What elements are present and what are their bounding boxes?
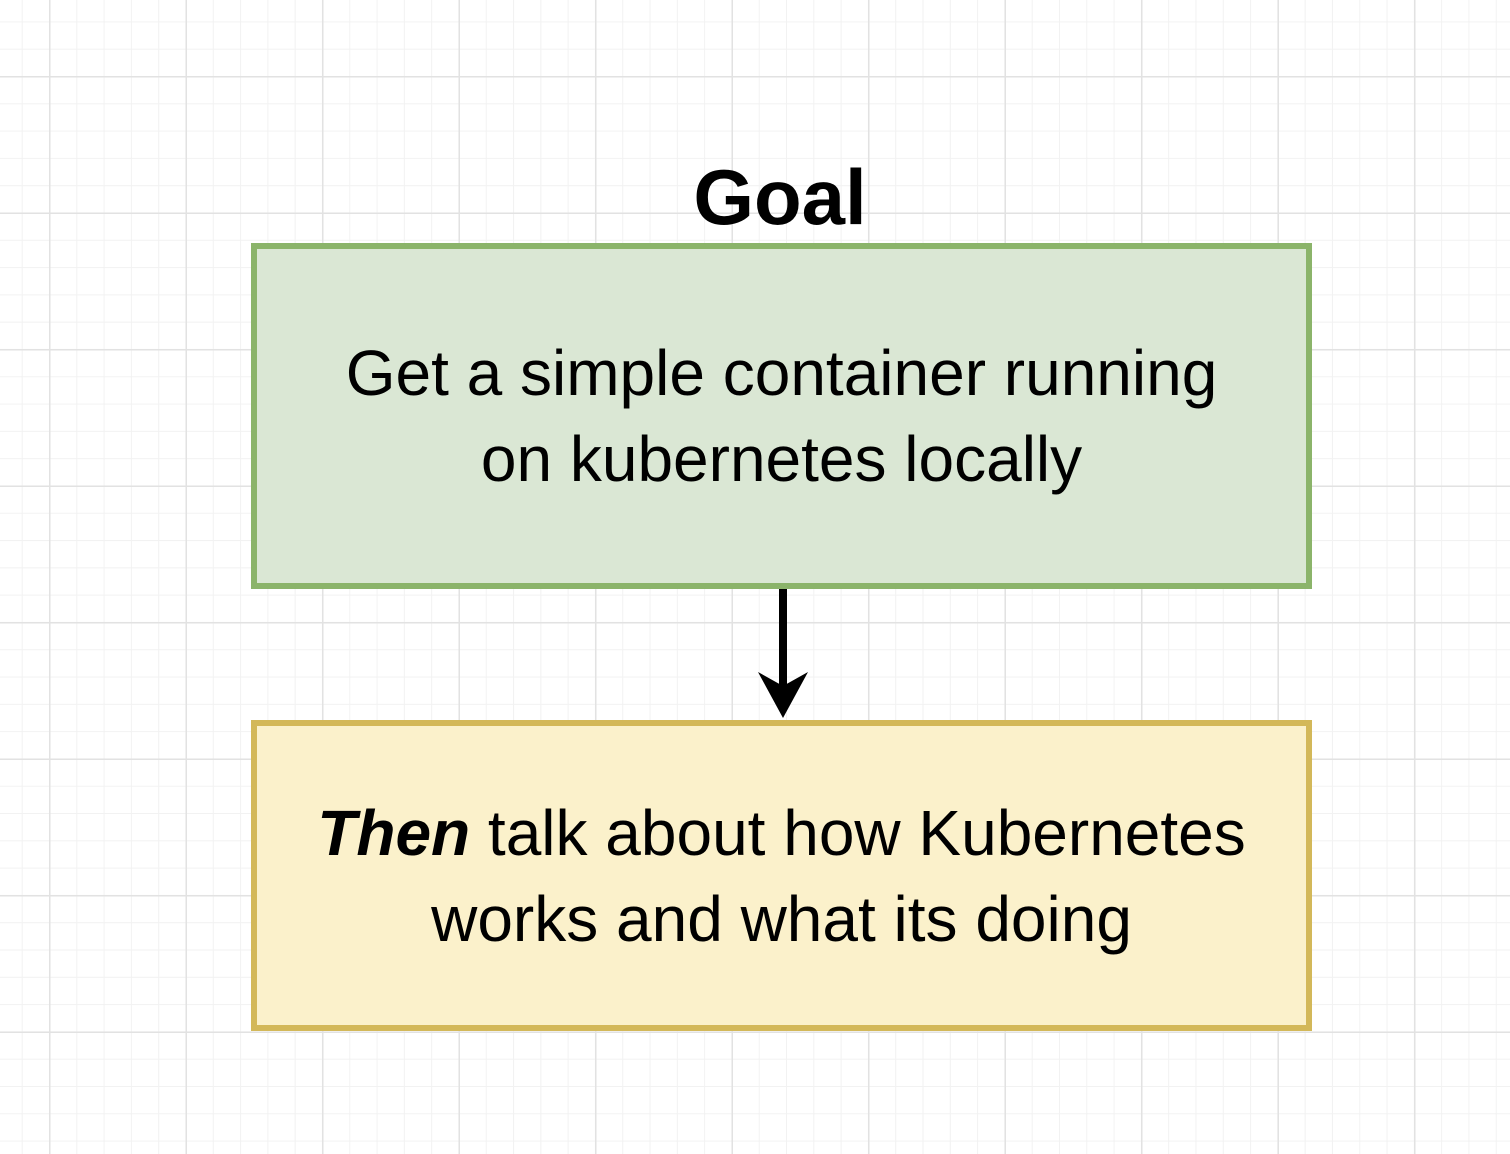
next-step-line-1: talk about how Kubernetes (470, 796, 1246, 869)
next-step-line-2: works and what its doing (431, 882, 1132, 955)
goal-step-text: Get a simple container running on kubern… (336, 330, 1228, 502)
next-step-emphasis: Then (317, 796, 471, 869)
next-step-box[interactable]: Then talk about how Kubernetes works and… (251, 720, 1312, 1031)
arrowhead-icon (758, 672, 808, 718)
goal-step-line-2: on kubernetes locally (480, 423, 1083, 495)
next-step-text: Then talk about how Kubernetes works and… (307, 790, 1256, 962)
diagram-title: Goal (693, 153, 867, 241)
goal-step-box[interactable]: Get a simple container running on kubern… (251, 243, 1312, 589)
goal-step-line-1: Get a simple container running (345, 337, 1218, 409)
